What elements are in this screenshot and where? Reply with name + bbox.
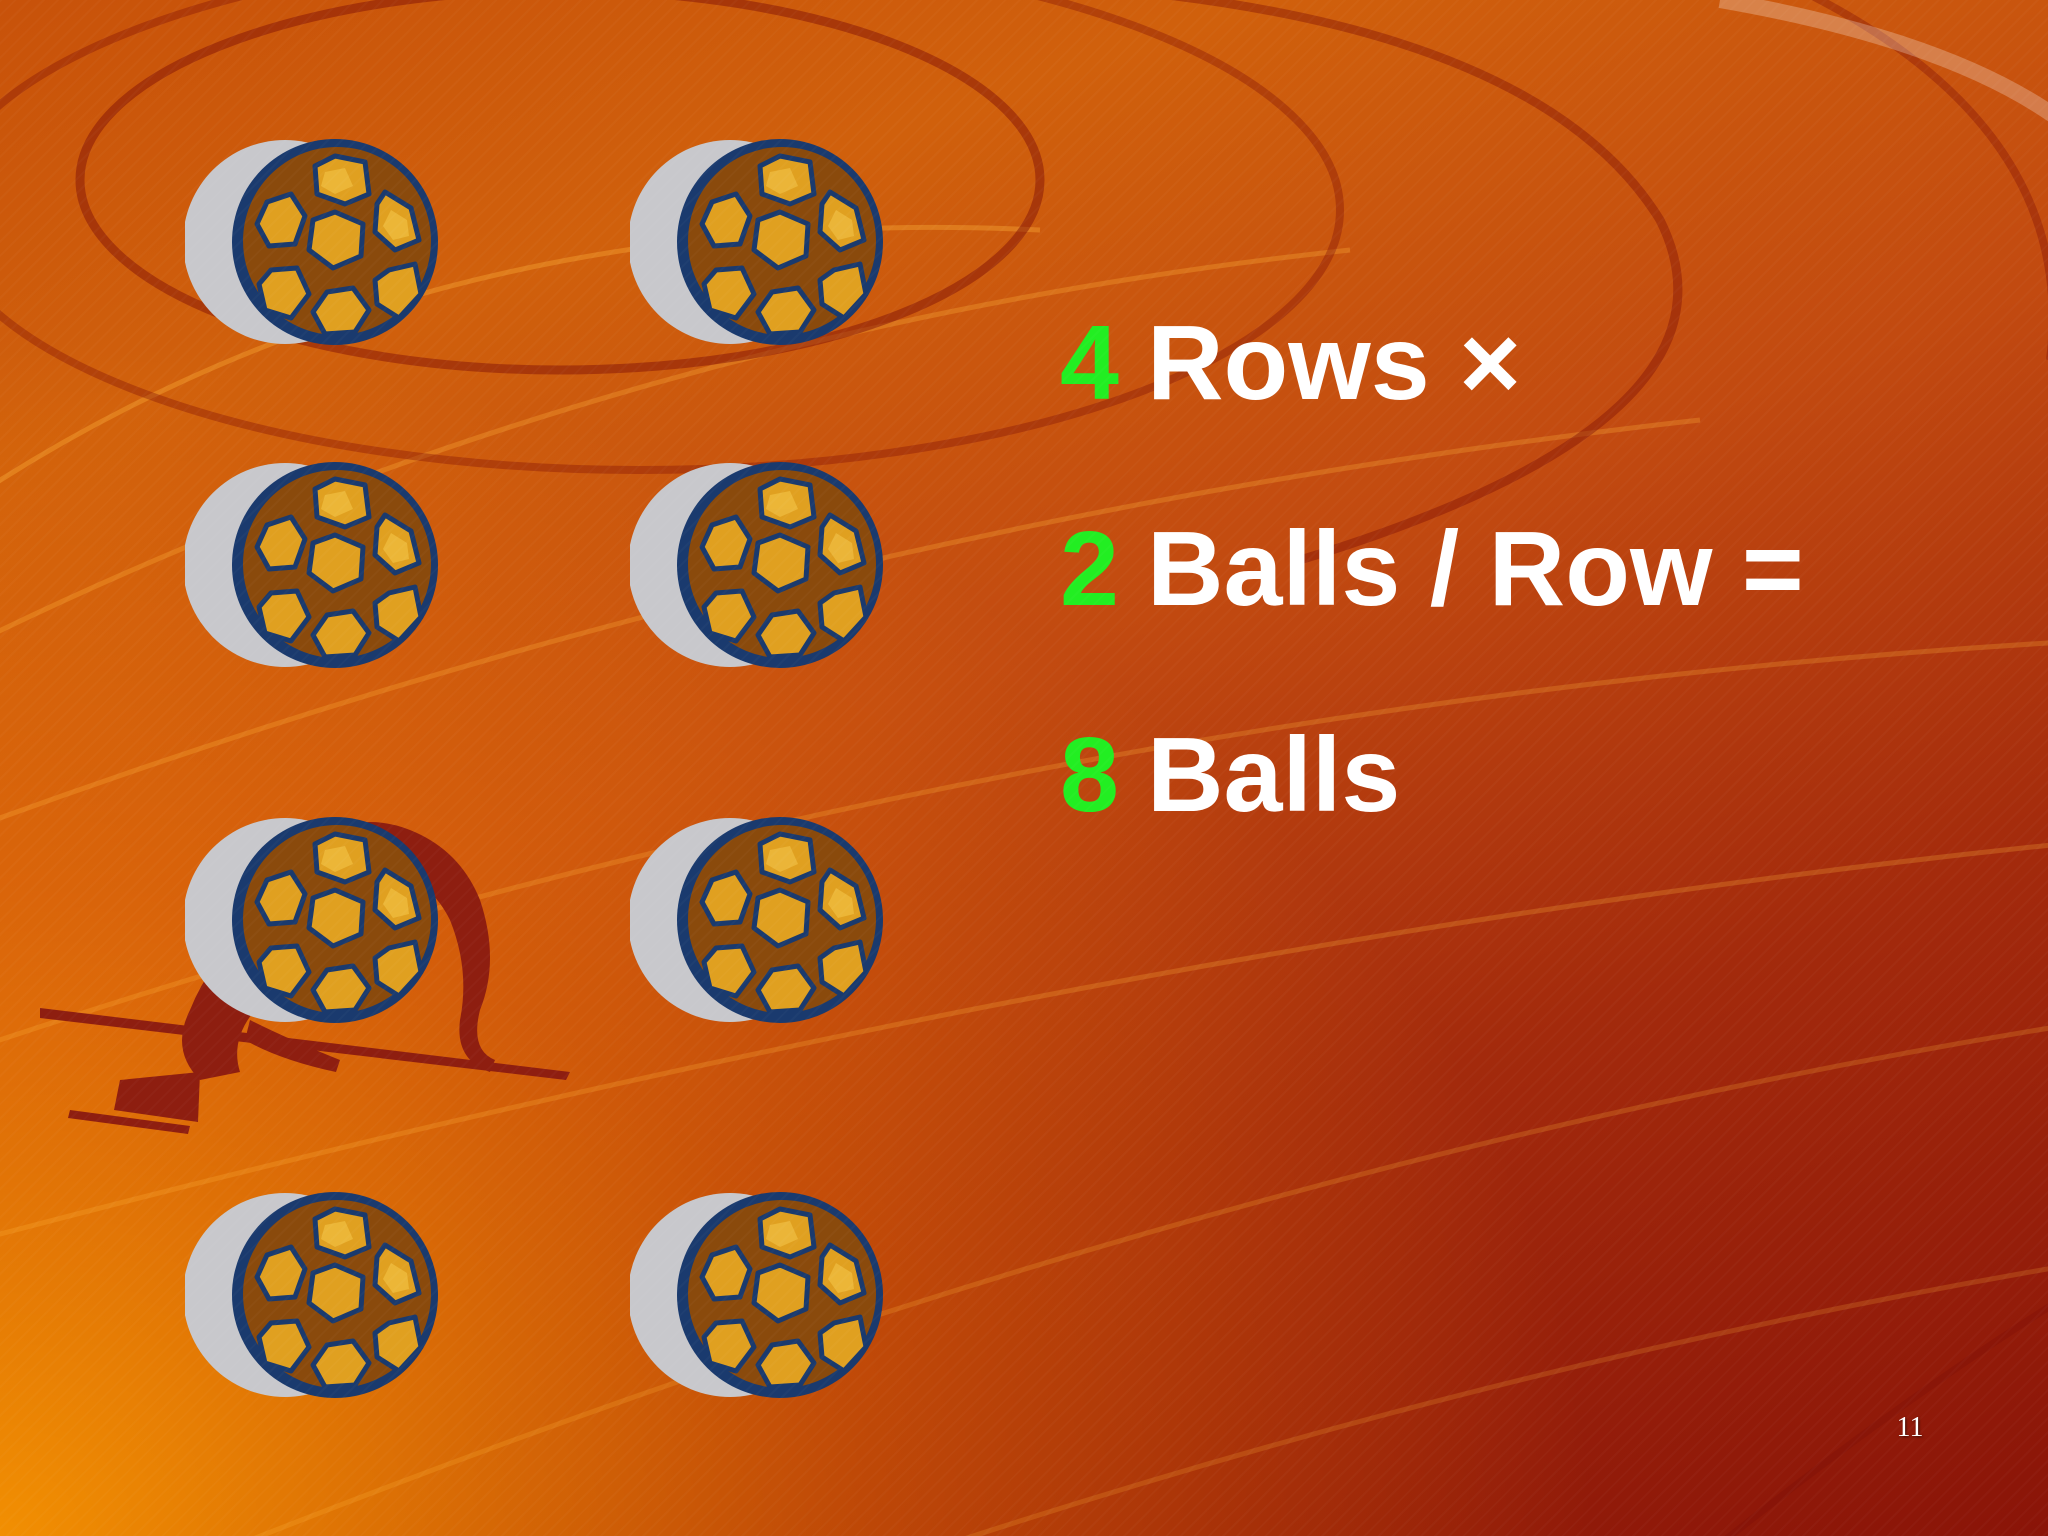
rows-label: Rows ×	[1146, 304, 1522, 422]
rows-count: 4	[1060, 304, 1119, 422]
soccer-ball-icon	[185, 1185, 445, 1405]
soccer-ball-icon	[630, 455, 890, 675]
soccer-ball-icon	[185, 810, 445, 1030]
soccer-ball-icon	[630, 1185, 890, 1405]
balls-per-row-count: 2	[1060, 510, 1119, 628]
total-count: 8	[1060, 716, 1119, 834]
total-label: Balls	[1146, 716, 1401, 834]
soccer-ball-icon	[185, 455, 445, 675]
soccer-ball-icon	[630, 810, 890, 1030]
soccer-ball-icon	[630, 132, 890, 352]
page-number: 11	[1896, 1412, 1924, 1443]
balls-per-row-label: Balls / Row =	[1146, 510, 1804, 628]
soccer-ball-icon	[185, 132, 445, 352]
